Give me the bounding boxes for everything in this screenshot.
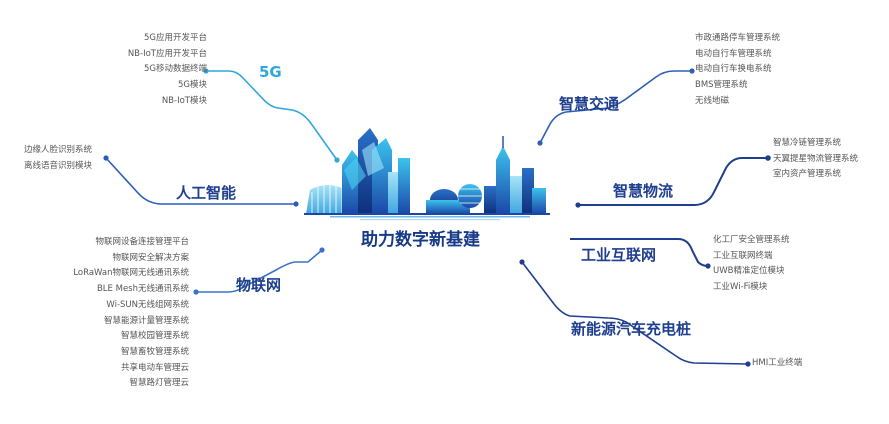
list-item: HMI工业终端 bbox=[752, 358, 803, 368]
list-item: LoRaWan物联网无线通讯系统 bbox=[73, 268, 189, 279]
branch-logistics-end-dot bbox=[575, 202, 581, 208]
list-item: 5G移动数据终端 bbox=[144, 64, 207, 75]
city-skyline-illustration bbox=[304, 128, 550, 221]
category-logistics: 智慧物流 bbox=[613, 182, 674, 200]
list-item: BMS管理系统 bbox=[695, 80, 748, 91]
list-item: 边缘人脸识别系统 bbox=[24, 145, 93, 155]
branch-ai-end-dot bbox=[293, 201, 299, 207]
list-item: 电动自行车管理系统 bbox=[695, 48, 772, 59]
branch-industrial-dot bbox=[705, 263, 711, 269]
branch-industrial-line bbox=[570, 238, 709, 267]
list-item: 物联网设备连接管理平台 bbox=[95, 237, 189, 247]
list-item: 5G模块 bbox=[178, 80, 207, 91]
list-item: 电动自行车换电系统 bbox=[695, 64, 772, 75]
list-item: 离线语音识别模块 bbox=[24, 160, 93, 171]
list-item: 智慧路灯管理云 bbox=[129, 378, 189, 389]
center-title: 助力数字新基建 bbox=[361, 230, 480, 250]
list-item: 市政通路停车管理系统 bbox=[695, 33, 781, 43]
items-ev: HMI工业终端 bbox=[752, 356, 802, 372]
category-industrial: 工业互联网 bbox=[581, 246, 657, 264]
branch-5g-end-dot bbox=[334, 157, 340, 163]
list-item: 智慧畜牧管理系统 bbox=[120, 346, 189, 357]
branch-iot-dot bbox=[193, 289, 199, 295]
list-item: 工业Wi-Fi模块 bbox=[713, 282, 768, 293]
branch-ev-end-dot bbox=[745, 361, 751, 367]
items-industrial: 化工厂安全管理系统工业互联网终端 UWB精准定位模块工业Wi-Fi模块 bbox=[713, 233, 790, 296]
list-item: 无线地磁 bbox=[695, 95, 730, 106]
list-item: 智慧能源计量管理系统 bbox=[103, 315, 189, 326]
list-item: 智慧冷链管理系统 bbox=[773, 138, 842, 148]
list-item: NB-IoT模块 bbox=[161, 95, 207, 106]
list-item: 化工厂安全管理系统 bbox=[713, 235, 790, 245]
branch-ev-dot bbox=[519, 259, 525, 265]
branch-traffic-line bbox=[539, 70, 692, 144]
branch-ev-line bbox=[521, 261, 749, 365]
list-item: 物联网安全解决方案 bbox=[112, 252, 189, 263]
list-item: 工业互联网终端 bbox=[713, 250, 773, 261]
items-logistics: 智慧冷链管理系统天翼提星物流管理系统室内资产管理系统 bbox=[773, 136, 858, 183]
items-traffic: 市政通路停车管理系统电动自行车管理系统电动自行车换电系统 BMS管理系统无线地磁 bbox=[695, 31, 780, 110]
branch-logistics-line bbox=[578, 157, 768, 206]
branch-logistics-dot bbox=[765, 155, 771, 161]
branch-ai-dot bbox=[103, 155, 109, 161]
branch-traffic-end-dot bbox=[537, 140, 543, 146]
branch-5g-line bbox=[206, 70, 338, 161]
list-item: 室内资产管理系统 bbox=[773, 169, 842, 180]
list-item: UWB精准定位模块 bbox=[713, 266, 785, 277]
branch-ai-line bbox=[105, 157, 296, 205]
branch-iot-end-dot bbox=[319, 247, 325, 253]
branch-iot-line bbox=[196, 249, 323, 293]
items-iot: 物联网设备连接管理平台物联网安全解决方案 LoRaWan物联网无线通讯系统 BLE … bbox=[73, 235, 189, 392]
list-item: 共享电动车管理云 bbox=[120, 362, 189, 373]
list-item: 天翼提星物流管理系统 bbox=[773, 153, 859, 164]
category-iot: 物联网 bbox=[236, 276, 282, 294]
list-item: 5G应用开发平台 bbox=[144, 33, 207, 43]
category-ai: 人工智能 bbox=[176, 184, 237, 202]
list-item: BLE Mesh无线通讯系统 bbox=[96, 284, 189, 295]
branch-5g-dot bbox=[203, 68, 209, 74]
category-traffic: 智慧交通 bbox=[559, 95, 620, 113]
list-item: 智慧校园管理系统 bbox=[120, 331, 189, 342]
items-ai: 边缘人脸识别系统离线语音识别模块 bbox=[24, 143, 92, 174]
list-item: Wi-SUN无线组网系统 bbox=[106, 299, 189, 310]
items-5g: 5G应用开发平台 NB-IoT应用开发平台 5G移动数据终端 5G模块 NB-IoT模块 bbox=[128, 31, 207, 110]
category-ev: 新能源汽车充电桩 bbox=[571, 320, 692, 338]
branch-traffic-dot bbox=[689, 68, 695, 74]
list-item: NB-IoT应用开发平台 bbox=[127, 48, 207, 59]
category-5g: 5G bbox=[259, 63, 282, 81]
